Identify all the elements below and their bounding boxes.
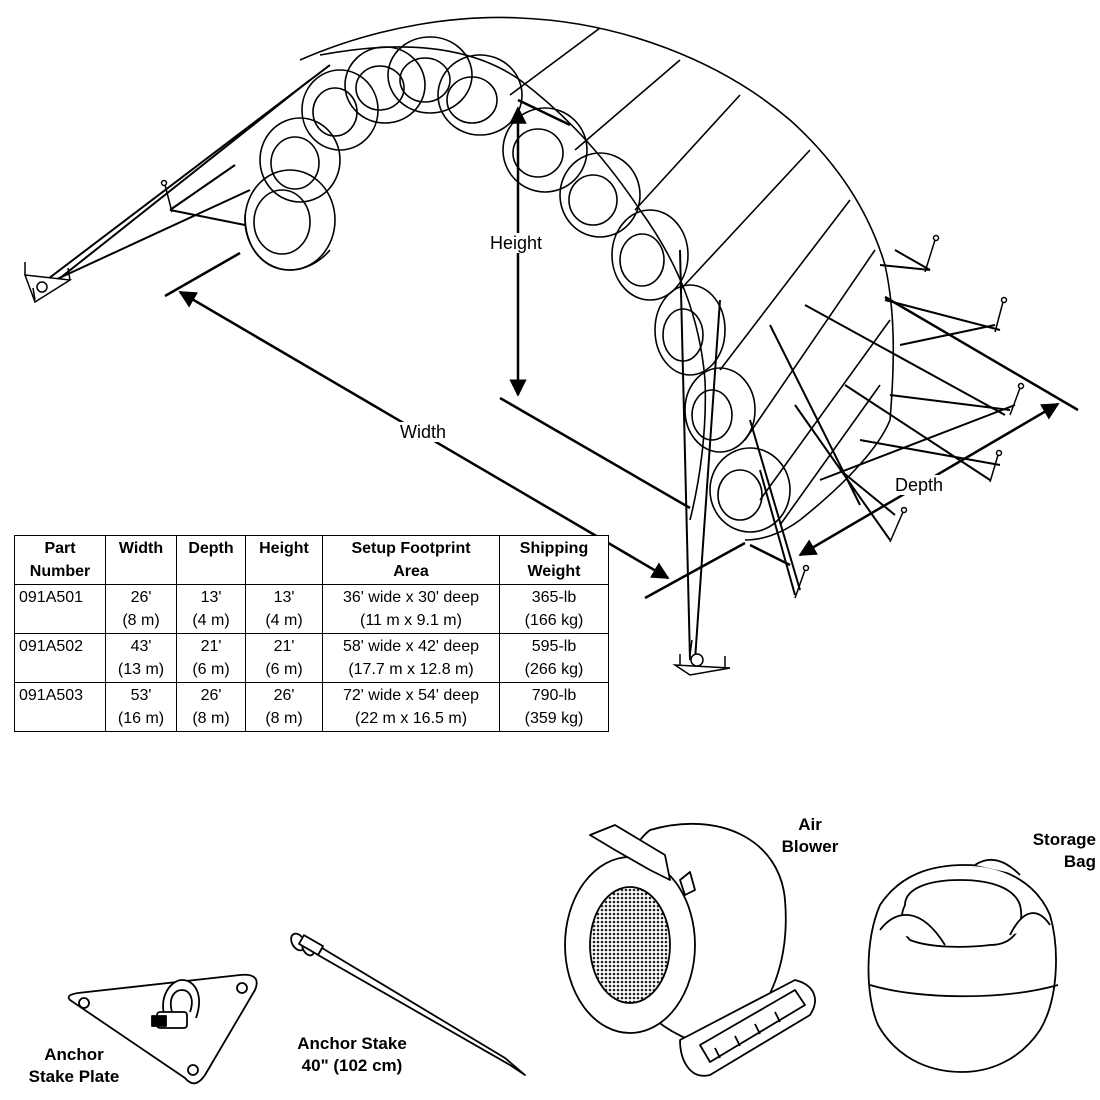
shipping-weight-cell: 595-lb (266 kg) [499, 633, 609, 683]
air-blower-illustration [564, 822, 816, 1077]
shipping-weight-cell: 790-lb (359 kg) [499, 682, 609, 732]
col-header-shipping-weight: Shipping Weight [499, 535, 609, 585]
height-cell: 13' (4 m) [245, 584, 323, 634]
col-header-footprint: Setup Footprint Area [322, 535, 500, 585]
table-row: 091A501 26' (8 m) 13' (4 m) 13' (4 m) 36… [14, 584, 609, 634]
inflatable-arch [244, 16, 895, 541]
col-header-depth: Depth [176, 535, 246, 585]
depth-cell: 21' (6 m) [176, 633, 246, 683]
storage-bag-illustration [867, 858, 1059, 1073]
width-cell: 43' (13 m) [105, 633, 177, 683]
col-header-width: Width [105, 535, 177, 585]
table-row: 091A503 53' (16 m) 26' (8 m) 26' (8 m) 7… [14, 682, 609, 732]
anchor-stake-plate-label: Anchor Stake Plate [28, 1045, 120, 1086]
anchor-stake-label: Anchor Stake 40" (102 cm) [297, 1034, 407, 1075]
table-header-row: Part Number Width Depth Height Setup Foo… [14, 535, 609, 585]
height-cell: 21' (6 m) [245, 633, 323, 683]
col-header-height: Height [245, 535, 323, 585]
col-header-part-number: Part Number [14, 535, 106, 585]
shipping-weight-cell: 365-lb (166 kg) [499, 584, 609, 634]
storage-bag-label: Storage Bag [1032, 830, 1096, 871]
anchor-stake-illustration [290, 932, 526, 1076]
width-label: Width [398, 422, 449, 442]
anchor-plates-installed [23, 262, 731, 676]
footprint-cell: 36' wide x 30' deep (11 m x 9.1 m) [322, 584, 500, 634]
specifications-table: Part Number Width Depth Height Setup Foo… [14, 535, 609, 732]
dimension-lines [164, 98, 1079, 600]
footprint-cell: 58' wide x 42' deep (17.7 m x 12.8 m) [322, 633, 500, 683]
part-number-cell: 091A503 [14, 682, 106, 732]
height-cell: 26' (8 m) [245, 682, 323, 732]
table-row: 091A502 43' (13 m) 21' (6 m) 21' (6 m) 5… [14, 633, 609, 683]
height-label: Height [488, 233, 545, 253]
part-number-cell: 091A501 [14, 584, 106, 634]
air-blower-label: Air Blower [781, 815, 839, 856]
anchor-stake-plate-illustration [67, 973, 258, 1085]
footprint-cell: 72' wide x 54' deep (22 m x 16.5 m) [322, 682, 500, 732]
width-cell: 26' (8 m) [105, 584, 177, 634]
depth-label: Depth [893, 475, 946, 495]
part-number-cell: 091A502 [14, 633, 106, 683]
depth-cell: 13' (4 m) [176, 584, 246, 634]
width-cell: 53' (16 m) [105, 682, 177, 732]
depth-cell: 26' (8 m) [176, 682, 246, 732]
